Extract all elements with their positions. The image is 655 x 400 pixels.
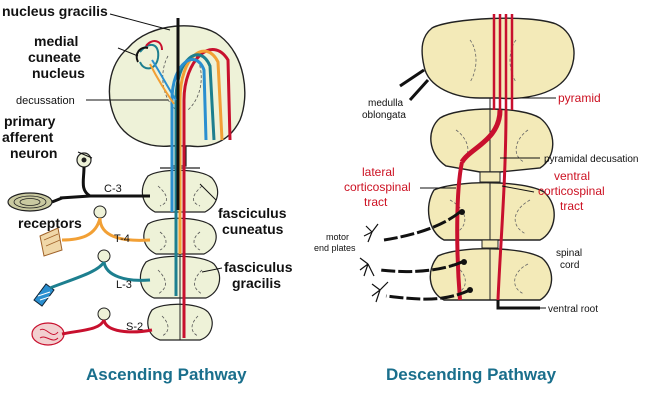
label-pyramidal-decussation: pyramidal decusation [544, 154, 639, 165]
descending-pathway-panel: medulla oblongata pyramid pyramidal decu… [314, 14, 639, 384]
label-receptors: receptors [18, 215, 82, 231]
label-pyramid: pyramid [558, 91, 601, 105]
tract-blue-ascending [170, 58, 208, 212]
label-motor: motor [326, 232, 349, 242]
label-cord: cord [560, 260, 579, 271]
label-spinal: spinal [556, 248, 582, 259]
label-afferent: afferent [2, 129, 54, 145]
motor-axon-middle [379, 260, 463, 274]
descending-lower-section [429, 248, 553, 301]
orange-receptor-icon [39, 205, 151, 257]
label-oblongata: oblongata [362, 110, 406, 121]
label-tract-ventral: tract [560, 199, 584, 213]
label-fasciculus-gracilis-2: gracilis [232, 275, 281, 291]
label-nucleus: nucleus [32, 65, 85, 81]
label-nucleus-gracilis: nucleus gracilis [2, 3, 108, 19]
label-primary: primary [4, 113, 56, 129]
label-fasciculus-cuneatus-1: fasciculus [218, 205, 287, 221]
tract-red-ascending [182, 48, 232, 338]
motor-axon-lower [385, 288, 471, 301]
tract-red-decussation [459, 109, 503, 164]
caption-descending: Descending Pathway [386, 365, 557, 384]
motor-axon-upper [383, 210, 461, 242]
descending-middle-section [427, 182, 555, 241]
label-t4: T-4 [114, 233, 130, 245]
label-l3: L-3 [116, 279, 132, 291]
motor-end-plate-icon [359, 223, 389, 303]
label-fasciculus-gracilis-1: fasciculus [224, 259, 293, 275]
tract-teal-ascending [174, 53, 216, 296]
teal-receptor-icon [33, 249, 151, 307]
label-decussation: decussation [16, 95, 75, 107]
caption-ascending: Ascending Pathway [86, 365, 247, 384]
label-c3: C-3 [104, 183, 122, 195]
red-receptor-icon [31, 307, 153, 346]
label-ventral: ventral [554, 169, 590, 183]
descending-upper-section [430, 108, 554, 173]
label-cuneate: cuneate [28, 49, 81, 65]
tract-red-ventral [496, 109, 508, 301]
tract-red-lateral [455, 161, 464, 301]
label-ventral-root: ventral root [548, 304, 598, 315]
pacinian-receptor-icon [7, 192, 63, 212]
label-medulla: medulla [368, 98, 403, 109]
label-fasciculus-cuneatus-2: cuneatus [222, 221, 284, 237]
label-s2: S-2 [126, 321, 143, 333]
label-end-plates: end plates [314, 243, 356, 253]
descending-medulla-section [421, 17, 575, 100]
label-corticospinal-ventral: corticospinal [538, 184, 605, 198]
ascending-pathway-panel: nucleus gracilis medial cuneate nucleus … [2, 3, 293, 384]
label-lateral: lateral [362, 165, 395, 179]
label-tract-lateral: tract [364, 195, 388, 209]
label-corticospinal-lateral: corticospinal [344, 180, 411, 194]
label-neuron: neuron [10, 145, 57, 161]
label-medial: medial [34, 33, 78, 49]
